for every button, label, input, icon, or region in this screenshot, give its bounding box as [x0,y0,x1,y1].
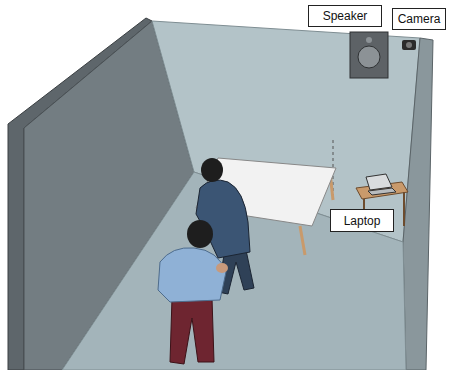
speaker-device [350,32,388,78]
person-shirt-body [158,248,226,302]
device-label: Speaker [323,9,368,23]
person-head [201,158,223,182]
camera-body [402,40,416,50]
person-shirt [158,220,228,364]
label-box: Laptop [330,209,394,232]
laptop-screen [366,174,392,190]
speaker-tweeter [366,37,372,43]
speaker-cone [358,46,380,68]
right-wall [403,38,433,370]
speaker-body [350,32,388,78]
label-box: Speaker [308,5,382,27]
table-leg [403,192,405,226]
person-trousers [170,298,214,364]
label-box: Camera [392,8,446,30]
camera-lens [406,42,412,48]
room-walls [8,18,433,370]
laptop-base [368,188,396,195]
floor [62,172,406,370]
device-label: Camera [398,12,441,26]
person-head [187,220,213,248]
table-leg [300,226,305,255]
device-label: Laptop [344,214,381,228]
camera-device [402,40,416,50]
person-hands [216,263,228,273]
